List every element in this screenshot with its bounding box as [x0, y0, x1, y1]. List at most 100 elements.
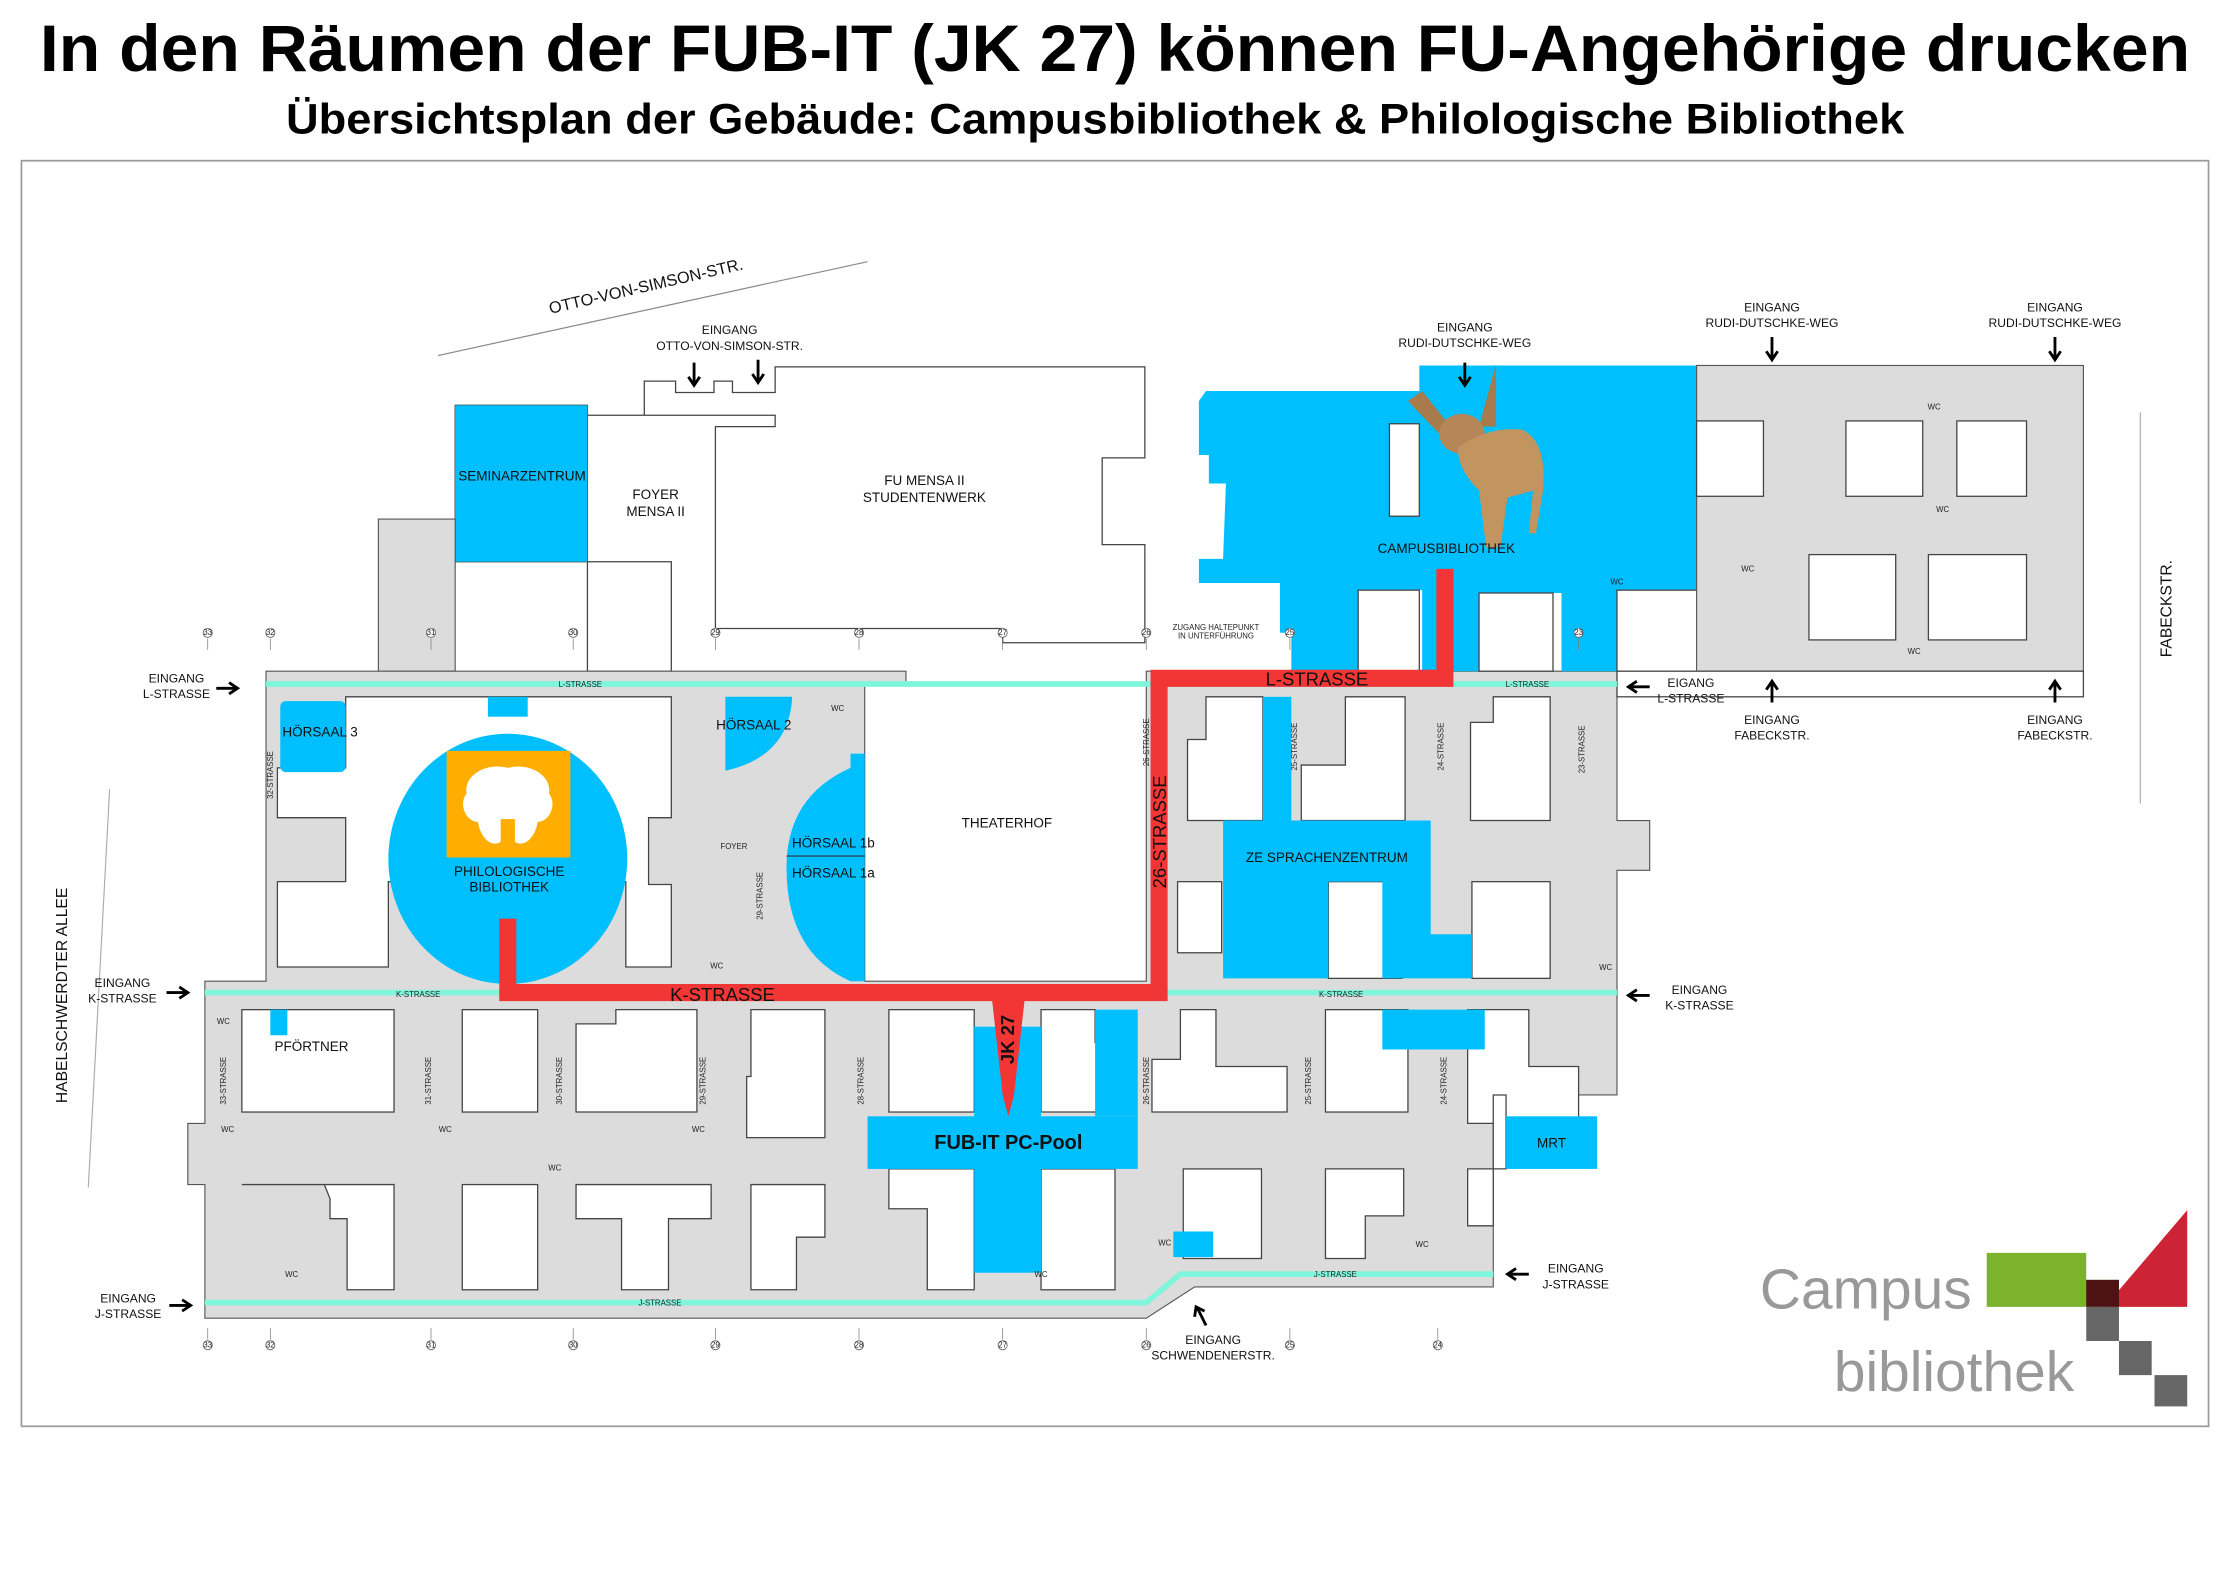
entrance-rudi-1: EINGANG RUDI-DUTSCHKE-WEG: [1398, 320, 1531, 388]
label-theaterhof: THEATERHOF: [962, 816, 1053, 831]
arrow-left-icon: [1625, 988, 1650, 1003]
entrance-word: EINGANG: [1744, 713, 1800, 727]
brain-icon: [463, 766, 553, 844]
campusbibliothek-area: [1198, 365, 1697, 672]
sprachenzentrum-strip: [1262, 696, 1292, 825]
block: [750, 1183, 826, 1291]
axis-bottom-marker: [1141, 1340, 1152, 1351]
block: [461, 1183, 539, 1291]
wc-label: WC: [1928, 403, 1941, 412]
room-labels: SEMINARZENTRUM FOYER MENSA II FU MENSA I…: [217, 403, 1950, 1279]
corridor-j-strasse: J-STRASSE: [1314, 1270, 1357, 1279]
corridor-26: 26-STRASSE: [1142, 718, 1151, 766]
arrow-right-icon: [216, 681, 241, 696]
axis-top-marker: [1141, 627, 1152, 638]
hoersaal1-area: [786, 753, 865, 982]
entrance-word: EINGANG: [1672, 983, 1728, 997]
axis-top-label: 33: [203, 628, 212, 637]
axis-top-marker: [265, 627, 276, 638]
entrance-name: RUDI-DUTSCHKE-WEG: [1706, 316, 1839, 330]
axis-top-marker: [1573, 627, 1584, 638]
entrance-schwendener: EINGANG SCHWENDENERSTR.: [1151, 1304, 1275, 1362]
entrance-fabeck-1: EINGANG FABECKSTR.: [1734, 678, 1810, 742]
wc-label: WC: [1610, 577, 1623, 586]
corridor-k-strasse: K-STRASSE: [1319, 990, 1363, 999]
block: [1388, 423, 1420, 517]
corridor-labels: L-STRASSE L-STRASSE K-STRASSE K-STRASSE …: [219, 680, 1586, 1308]
route-label-k-strasse: K-STRASSE: [670, 984, 775, 1005]
axis-bottom-marker: [710, 1340, 721, 1351]
arrow-down-icon: [2048, 337, 2062, 363]
axis-top-label: 30: [569, 628, 578, 637]
arrow-up-left-icon: [1193, 1304, 1208, 1326]
theaterhof-area: [864, 684, 1147, 982]
fub-it-pc-pool-area: [867, 1116, 1138, 1169]
entrance-otto: EINGANG OTTO-VON-SIMSON-STR.: [656, 323, 803, 388]
block: [241, 1183, 395, 1291]
block: [1808, 553, 1897, 641]
entrance-name: FABECKSTR.: [2017, 728, 2092, 742]
arrow-up-icon: [1765, 678, 1779, 703]
wc-label: WC: [285, 1270, 298, 1279]
logo-text-bibliothek: bibliothek: [1834, 1341, 2075, 1404]
corridor-33: 33-STRASSE: [219, 1057, 228, 1105]
wc-label: WC: [221, 1125, 234, 1134]
arrow-right-icon: [166, 985, 191, 1000]
corridor-24: 24-STRASSE: [1436, 723, 1445, 771]
entrance-word: EINGANG: [702, 323, 758, 337]
route-label-jk27: JK 27: [997, 1015, 1018, 1064]
axis-top-marker: [426, 627, 436, 638]
block: [1176, 881, 1223, 954]
axis-bottom-label: 31: [427, 1340, 436, 1349]
logo-green-shape: [1986, 1252, 2119, 1307]
axis-top-marker: [997, 627, 1008, 638]
corridor-29: 29-STRASSE: [698, 1057, 707, 1105]
axis-bottom-label: 28: [855, 1340, 864, 1349]
wc-label: WC: [1741, 565, 1754, 574]
route-label-26-strasse: 26-STRASSE: [1149, 775, 1170, 888]
entrance-word: EINGANG: [2027, 713, 2083, 727]
block: [1040, 1168, 1116, 1291]
logo-gray-square: [2118, 1340, 2152, 1376]
label-foyer: FOYER: [720, 842, 747, 851]
corridor-l-strasse: L-STRASSE: [1506, 680, 1549, 689]
hoersaal3-area: [280, 701, 346, 773]
otto-street-line: [437, 261, 868, 357]
label-sprachenzentrum: ZE SPRACHENZENTRUM: [1246, 850, 1408, 865]
arrow-down-icon: [687, 359, 765, 388]
axis-top-label: 29: [711, 628, 720, 637]
wc-label: WC: [1599, 963, 1612, 972]
axis-bottom-label: 25: [1286, 1340, 1295, 1349]
habel-street-line: [87, 789, 111, 1188]
entrance-name: L-STRASSE: [143, 687, 210, 701]
sprachenzentrum-area: [1223, 820, 1472, 979]
label-zugang: ZUGANG HALTEPUNKT: [1173, 623, 1260, 632]
corridor-25: 25-STRASSE: [1304, 1057, 1313, 1105]
axis-top-label: 25: [1286, 628, 1295, 637]
entrance-name: RUDI-DUTSCHKE-WEG: [1989, 316, 2122, 330]
logo-gray-square: [2086, 1306, 2119, 1341]
entrance-rudi-2: EINGANG RUDI-DUTSCHKE-WEG: [1706, 300, 1839, 363]
axis-top-marker: [710, 627, 721, 638]
axis-bottom-label: 24: [1433, 1340, 1442, 1349]
entrance-word: EIGANG: [1667, 676, 1714, 690]
logo-gray-square: [2154, 1375, 2188, 1407]
axis-bottom-label: 29: [711, 1340, 720, 1349]
street-habelschwerdter-allee: HABELSCHWERDTER ALLEE: [54, 888, 71, 1103]
wc-label: WC: [1035, 1270, 1048, 1279]
corridor-30: 30-STRASSE: [555, 1057, 564, 1105]
wc-label: WC: [217, 1017, 230, 1026]
axis-bottom-marker: [997, 1340, 1008, 1351]
fabeck-passage: [1616, 670, 2085, 698]
label-zugang: IN UNTERFÜHRUNG: [1178, 631, 1254, 640]
label-foyer-mensa: MENSA II: [626, 504, 685, 519]
label-pfoertner: PFÖRTNER: [275, 1039, 349, 1054]
label-foyer-mensa: FOYER: [632, 487, 679, 502]
axis-top-marker: [854, 627, 865, 638]
label-mensa: STUDENTENWERK: [863, 490, 986, 505]
entrance-name: J-STRASSE: [1543, 1277, 1609, 1291]
label-mrt: MRT: [1537, 1136, 1566, 1151]
entrance-fabeck-2: EINGANG FABECKSTR.: [2017, 678, 2093, 742]
label-hoersaal1a: HÖRSAAL 1a: [792, 865, 875, 880]
entrance-k-strasse-east: EINGANG K-STRASSE: [1625, 983, 1734, 1013]
